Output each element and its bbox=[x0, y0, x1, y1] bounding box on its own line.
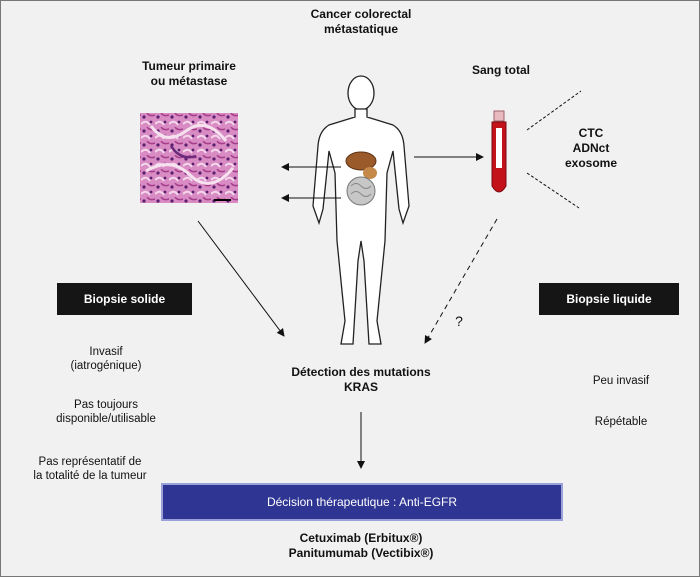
arrow-tissue-to-detection bbox=[197, 220, 285, 337]
left-source-label: Tumeur primaire ou métastase bbox=[142, 59, 236, 88]
human-body-figure bbox=[312, 75, 410, 345]
kras-detection-label: Détection des mutations KRAS bbox=[291, 365, 431, 394]
liquid-point-1: Peu invasif bbox=[592, 375, 650, 387]
callout-line-bottom bbox=[526, 172, 580, 209]
liquid-point-2: Répétable bbox=[594, 416, 648, 428]
decision-label: Décision thérapeutique : Anti-EGFR bbox=[266, 495, 458, 509]
solid-biopsy-label: Biopsie solide bbox=[83, 292, 166, 306]
callout-line-top bbox=[526, 90, 582, 131]
blood-components-label: CTC ADNct exosome bbox=[564, 126, 618, 170]
liquid-biopsy-box: Biopsie liquide bbox=[539, 283, 679, 315]
blood-tube-icon bbox=[491, 110, 507, 193]
solid-point-1: Invasif (iatrogénique) bbox=[70, 346, 142, 373]
decision-box: Décision thérapeutique : Anti-EGFR bbox=[161, 483, 563, 521]
diagram-title: Cancer colorectal métastatique bbox=[310, 7, 412, 36]
arrow-blood-to-detection bbox=[424, 218, 498, 344]
histology-image bbox=[140, 113, 238, 203]
question-mark: ? bbox=[455, 313, 463, 329]
liquid-biopsy-label: Biopsie liquide bbox=[566, 292, 652, 306]
solid-point-2: Pas toujours disponible/utilisable bbox=[56, 399, 156, 426]
drugs-label: Cetuximab (Erbitux®) Panitumumab (Vectib… bbox=[288, 531, 434, 560]
organs-icon bbox=[345, 151, 377, 206]
right-source-label: Sang total bbox=[471, 63, 530, 77]
solid-biopsy-box: Biopsie solide bbox=[57, 283, 192, 315]
solid-point-3: Pas représentatif de la totalité de la t… bbox=[33, 456, 147, 483]
